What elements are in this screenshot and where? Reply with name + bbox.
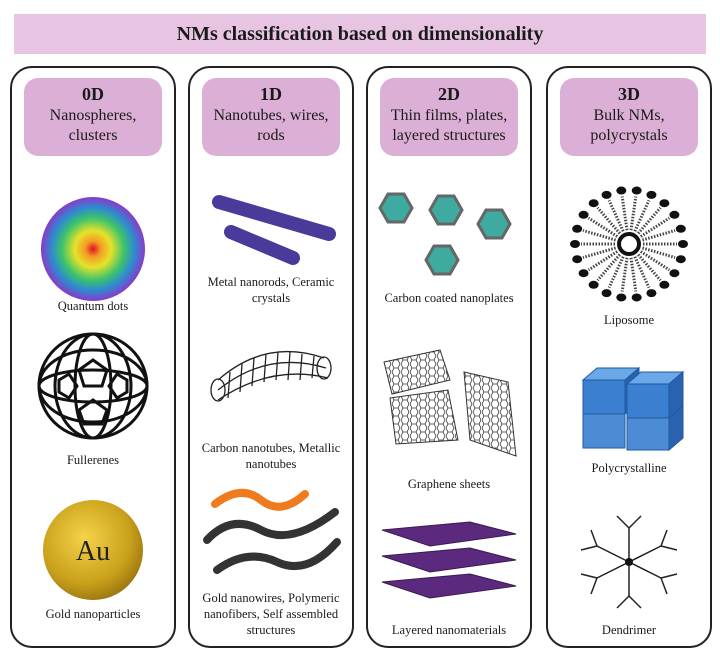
nanoplates-image <box>368 184 530 284</box>
column-0d-header: 0D Nanospheres, clusters <box>24 78 162 156</box>
column-1d-dim: 1D <box>260 84 282 104</box>
column-0d-desc: Nanospheres, clusters <box>49 107 137 144</box>
caption-gold-nanowires: Gold nanowires, Polymeric nanofibers, Se… <box>202 591 340 637</box>
caption-graphene-sheets: Graphene sheets <box>407 477 491 491</box>
column-2d-dim: 2D <box>438 84 460 104</box>
fullerene-image <box>12 330 174 442</box>
nanowires-image <box>190 484 352 588</box>
carbon-nanotube-image <box>190 334 352 418</box>
column-0d-dim: 0D <box>82 84 104 104</box>
liposome-image <box>548 184 710 304</box>
column-2d-header: 2D Thin films, plates, layered structure… <box>380 78 518 156</box>
column-0d: 0D Nanospheres, clusters Quantum dots <box>10 66 176 648</box>
dendrimer-image <box>548 510 710 614</box>
caption-layered-nanomaterials: Layered nanomaterials <box>391 623 507 637</box>
caption-metal-nanorods: Metal nanorods, Ceramic crystals <box>207 275 335 305</box>
column-3d-header: 3D Bulk NMs, polycrystals <box>560 78 698 156</box>
column-2d: 2D Thin films, plates, layered structure… <box>366 66 532 648</box>
caption-carbon-coated-nanoplates: Carbon coated nanoplates <box>384 291 514 305</box>
caption-dendrimer: Dendrimer <box>601 623 657 637</box>
column-3d-dim: 3D <box>618 84 640 104</box>
layered-nanomaterials-image <box>368 516 530 612</box>
column-1d: 1D Nanotubes, wires, rods Metal nanorods… <box>188 66 354 648</box>
nanorods-image <box>190 188 352 268</box>
column-1d-desc: Nanotubes, wires, rods <box>213 107 329 144</box>
caption-gold-nanoparticles: Gold nanoparticles <box>45 607 141 621</box>
caption-liposome: Liposome <box>604 313 654 327</box>
column-2d-desc: Thin films, plates, layered structures <box>390 107 508 144</box>
gold-au-label: Au <box>76 536 110 567</box>
column-3d-desc: Bulk NMs, polycrystals <box>590 107 668 144</box>
caption-carbon-nanotubes: Carbon nanotubes, Metallic nanotubes <box>201 441 341 471</box>
gold-nanoparticle-image: Au <box>12 498 174 602</box>
caption-fullerenes: Fullerenes <box>66 453 120 467</box>
graphene-sheets-image <box>368 344 530 464</box>
column-1d-header: 1D Nanotubes, wires, rods <box>202 78 340 156</box>
caption-quantum-dots: Quantum dots <box>57 299 129 313</box>
diagram-title: NMs classification based on dimensionali… <box>14 14 706 54</box>
caption-polycrystalline: Polycrystalline <box>591 461 667 475</box>
quantum-dots-image <box>12 194 174 304</box>
polycrystalline-image <box>548 358 710 454</box>
column-3d: 3D Bulk NMs, polycrystals Liposome Polyc… <box>546 66 712 648</box>
